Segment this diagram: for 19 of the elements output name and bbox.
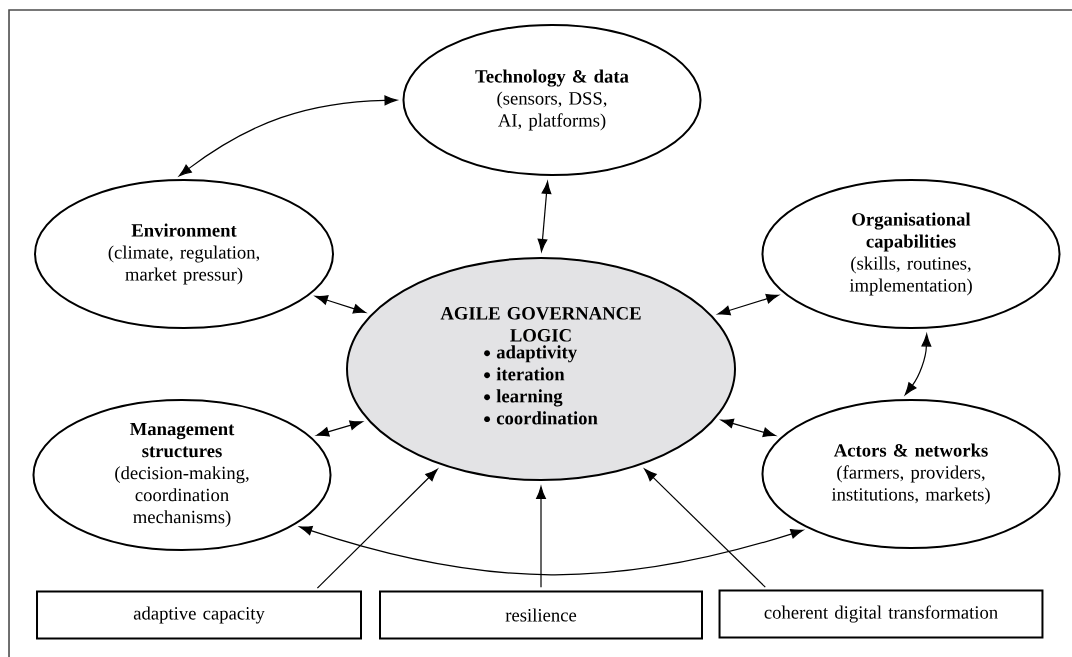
- ellipse-node: Environment (climate, regulation, market pressur): [34, 179, 334, 329]
- ellipse-node: Technology & data (sensors, DSS, AI, platforms): [402, 24, 702, 176]
- arrow: [299, 525, 804, 576]
- arrow: [316, 468, 438, 589]
- ellipse-node: Organisational capabilities (skills, routines, implementation): [761, 179, 1061, 329]
- text-box: coherent digital transformation: [718, 589, 1044, 639]
- arrow: [178, 95, 398, 177]
- text-box: resilience: [379, 590, 703, 640]
- arrow: [717, 293, 779, 316]
- arrow: [904, 333, 932, 396]
- arrow: [720, 418, 776, 438]
- text-box: adaptive capacity: [36, 590, 362, 640]
- arrow: [644, 468, 766, 588]
- arrow: [536, 486, 546, 588]
- arrow: [537, 181, 552, 252]
- ellipse-node: Actors & networks (farmers, providers, institutions, markets): [761, 399, 1061, 549]
- ellipse-node: Management structures (decision-making, coordination mechanisms): [32, 399, 332, 551]
- arrow: [316, 420, 363, 437]
- arrow: [315, 295, 366, 314]
